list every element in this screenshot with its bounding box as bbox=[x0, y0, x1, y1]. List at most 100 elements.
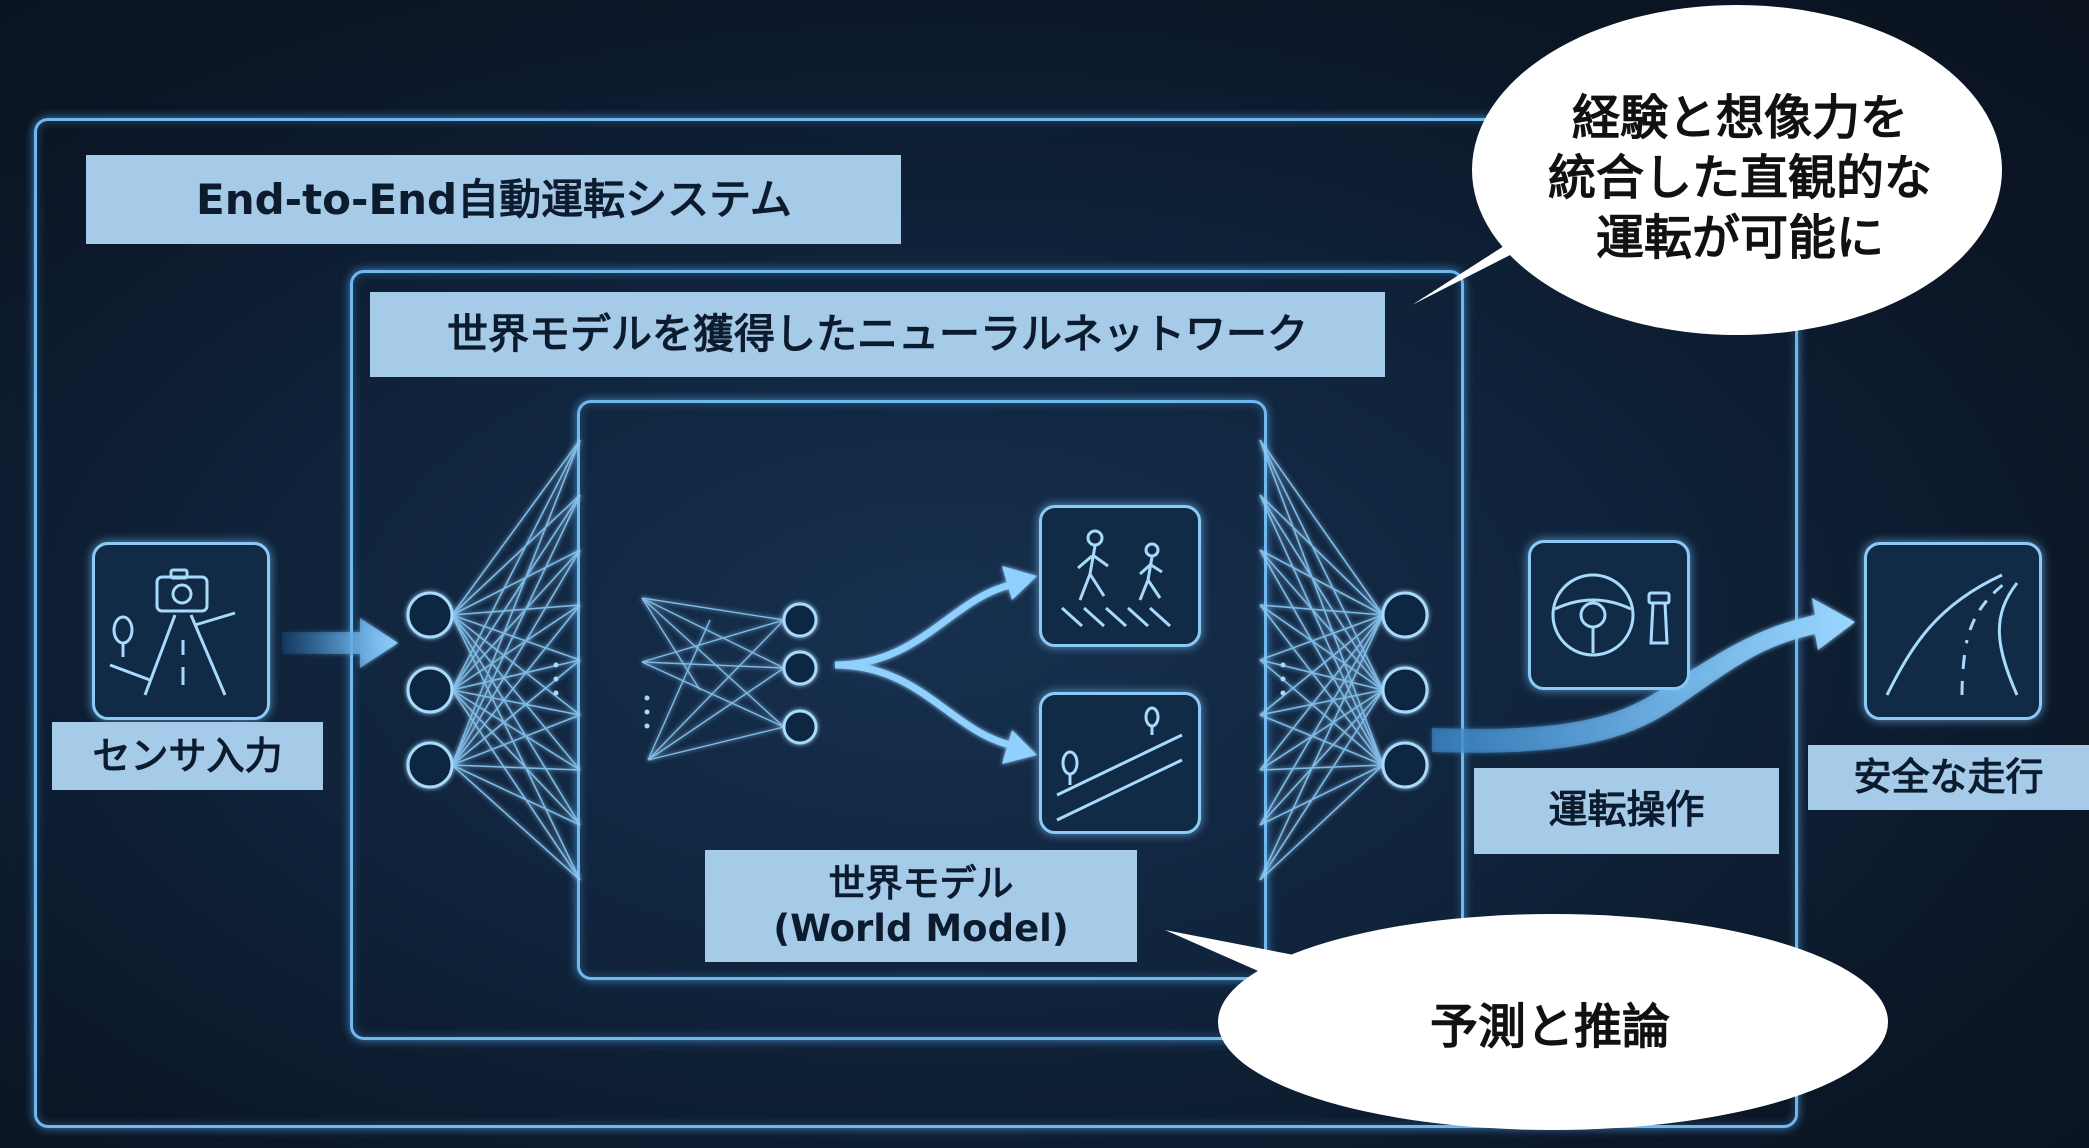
connection-line bbox=[451, 614, 581, 881]
safe-driving-label: 安全な走行 bbox=[1808, 745, 2089, 810]
branch-arrows bbox=[834, 581, 1011, 749]
top-speech-bubble bbox=[1412, 5, 2002, 335]
network-nodes bbox=[406, 591, 1429, 789]
connection-line bbox=[451, 549, 581, 766]
connection-line bbox=[451, 764, 581, 881]
network-node bbox=[1381, 591, 1429, 639]
camera-road-icon bbox=[109, 568, 236, 696]
connection-line bbox=[1259, 614, 1384, 716]
connection-line bbox=[647, 619, 711, 761]
connection-line bbox=[1259, 439, 1384, 691]
connection-line bbox=[451, 659, 581, 766]
connection-line bbox=[641, 661, 785, 669]
right-network-connections bbox=[1259, 439, 1384, 881]
connection-line bbox=[451, 764, 581, 771]
left-network-connections bbox=[451, 439, 581, 881]
network-node bbox=[406, 741, 454, 789]
connection-line bbox=[641, 619, 785, 663]
connection-line bbox=[451, 494, 581, 691]
pedestrian-crossing-icon bbox=[1060, 529, 1172, 628]
connection-line bbox=[451, 439, 581, 766]
connection-line bbox=[1259, 614, 1384, 881]
connection-line bbox=[641, 661, 785, 728]
network-node bbox=[1381, 741, 1429, 789]
connection-line bbox=[1259, 439, 1384, 766]
connection-line bbox=[1259, 764, 1384, 771]
connection-line bbox=[1259, 549, 1384, 616]
connection-line bbox=[451, 714, 581, 766]
network-frame bbox=[350, 270, 1464, 1040]
steering-icon-box bbox=[1528, 540, 1690, 690]
connection-line bbox=[1259, 494, 1384, 616]
connection-line bbox=[451, 604, 581, 616]
top-bubble-text: 経験と想像力を 統合した直観的な 運転が可能に bbox=[1520, 88, 1960, 268]
connection-line bbox=[451, 494, 581, 766]
connection-line bbox=[1259, 764, 1384, 826]
top-bubble-line1: 経験と想像力を bbox=[1571, 90, 1908, 146]
connection-line bbox=[641, 597, 701, 691]
connection-line bbox=[451, 614, 581, 771]
connection-line bbox=[1259, 494, 1384, 766]
world-model-label-line2: (World Model) bbox=[773, 907, 1069, 950]
connection-line bbox=[451, 764, 581, 826]
connection-line bbox=[1259, 689, 1384, 771]
ellipsis-dots bbox=[553, 662, 1286, 729]
connection-line bbox=[641, 597, 785, 728]
connection-line bbox=[641, 597, 785, 669]
bottom-speech-bubble bbox=[1165, 914, 1888, 1130]
connection-line bbox=[451, 549, 581, 616]
network-node bbox=[782, 650, 818, 686]
connection-line bbox=[1259, 549, 1384, 766]
connection-line bbox=[451, 439, 581, 616]
connection-line bbox=[1259, 604, 1384, 691]
network-node bbox=[1381, 666, 1429, 714]
connection-line bbox=[451, 549, 581, 691]
connection-line bbox=[451, 604, 581, 691]
network-node bbox=[782, 602, 818, 638]
branch-arrow-head-bottom bbox=[1002, 730, 1037, 764]
network-node bbox=[406, 666, 454, 714]
world-model-label-line1: 世界モデル bbox=[828, 861, 1014, 905]
sensor-icon-box bbox=[92, 542, 270, 720]
connection-line bbox=[1259, 604, 1384, 616]
connection-line bbox=[451, 689, 581, 716]
steering-wheel-icon bbox=[1551, 573, 1671, 657]
network-title: 世界モデルを獲得したニューラルネットワーク bbox=[370, 292, 1385, 377]
connection-line bbox=[1259, 764, 1384, 881]
connection-line bbox=[641, 597, 785, 621]
curved-road-icon bbox=[1885, 573, 2019, 696]
branch-arrow-head-top bbox=[1002, 566, 1037, 600]
world-model-label: 世界モデル (World Model) bbox=[705, 850, 1137, 962]
world-model-frame bbox=[577, 400, 1267, 980]
slope-icon-box bbox=[1039, 692, 1201, 834]
bottom-bubble-text: 予測と推論 bbox=[1429, 999, 1670, 1055]
system-title: End-to-End自動運転システム bbox=[86, 155, 901, 244]
road-icon-box bbox=[1864, 542, 2042, 720]
driving-operation-label: 運転操作 bbox=[1474, 768, 1779, 854]
connection-line bbox=[451, 604, 581, 766]
top-bubble-line3: 運転が可能に bbox=[1595, 210, 1884, 266]
connection-line bbox=[451, 659, 581, 691]
world-model-connections bbox=[641, 597, 785, 761]
connection-line bbox=[451, 614, 581, 716]
network-node bbox=[782, 709, 818, 745]
connection-line bbox=[451, 689, 581, 771]
connection-line bbox=[451, 614, 581, 661]
connection-line bbox=[647, 667, 785, 761]
connection-line bbox=[451, 439, 581, 691]
connection-line bbox=[1259, 689, 1384, 716]
output-arrow bbox=[1432, 598, 1855, 753]
connection-line bbox=[1259, 604, 1384, 766]
connection-line bbox=[1259, 614, 1384, 661]
slope-road-icon bbox=[1056, 706, 1183, 822]
connection-line bbox=[647, 726, 785, 761]
input-arrow bbox=[282, 618, 398, 668]
connection-line bbox=[1259, 714, 1384, 766]
connection-line bbox=[1259, 549, 1384, 691]
connection-line bbox=[1259, 614, 1384, 771]
crosswalk-icon-box bbox=[1039, 505, 1201, 647]
connection-line bbox=[1259, 659, 1384, 766]
